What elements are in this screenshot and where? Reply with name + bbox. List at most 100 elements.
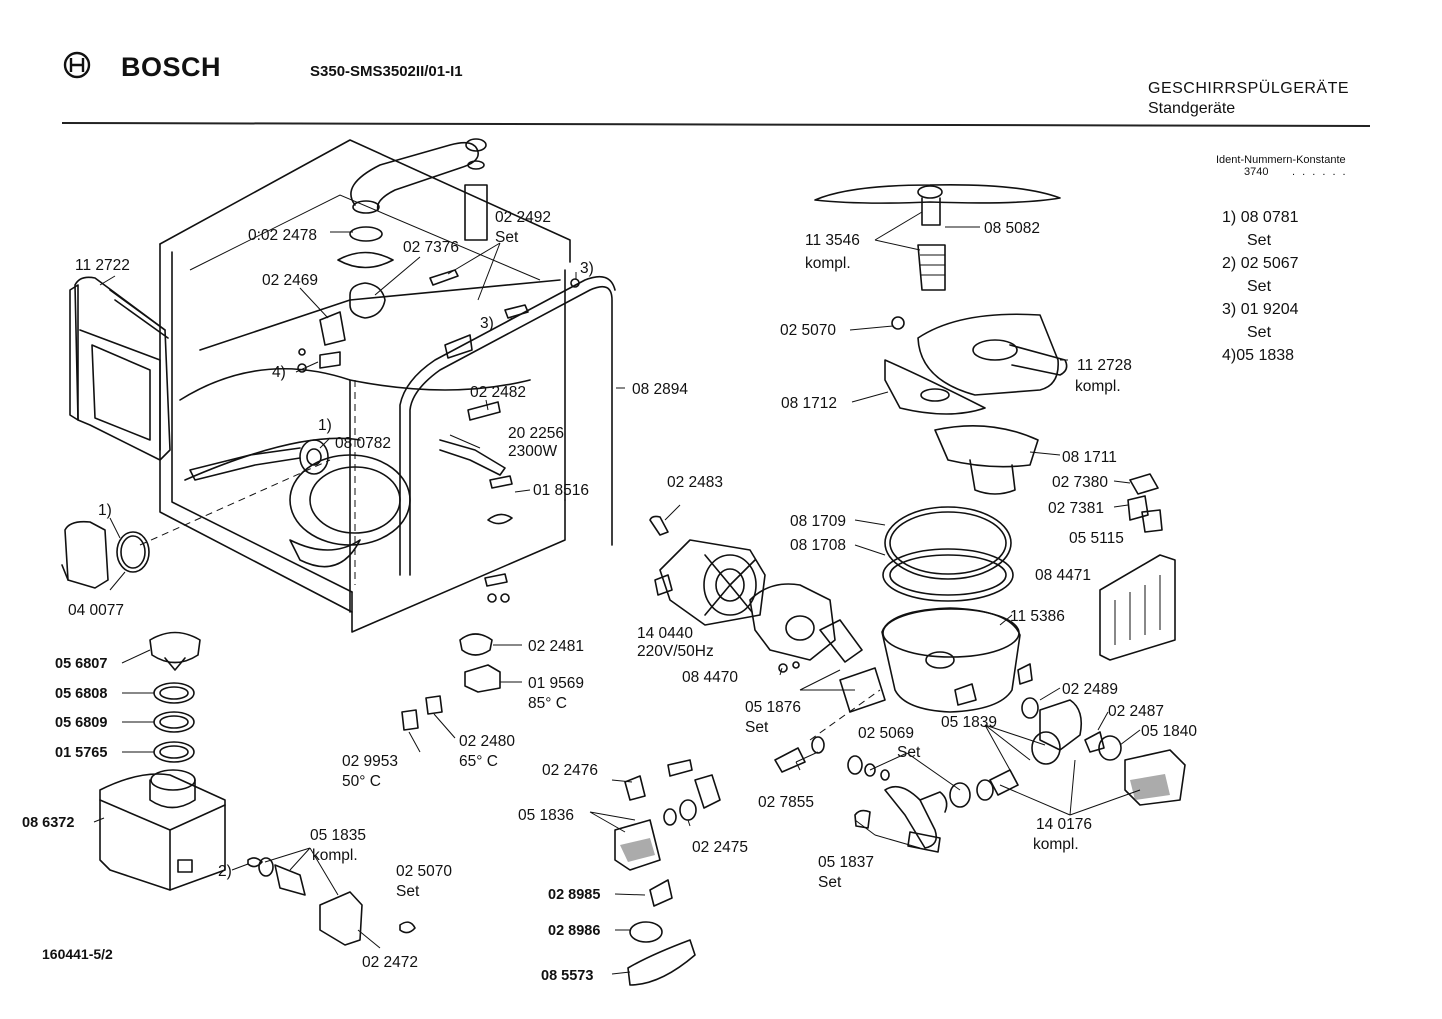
reference-legend: 1) 08 0781 Set 2) 02 5067 Set 3) 01 9204…: [1222, 206, 1299, 367]
part-label: 05 5115: [1069, 530, 1124, 547]
salt-container-assembly: [99, 631, 226, 891]
door-inlet-part: [61, 520, 150, 589]
part-label: 02 2492: [495, 209, 551, 226]
part-label: 02 2481: [528, 638, 584, 655]
model-number: S350-SMS3502II/01-I1: [310, 63, 463, 80]
legend-item-note: Set: [1247, 324, 1272, 341]
part-label: 05 1840: [1141, 723, 1197, 740]
part-label: 11 3546: [805, 232, 860, 249]
legend-item: 1) 08 0781: [1222, 209, 1299, 226]
part-label: 08 1709: [790, 513, 846, 530]
part-label: 02 2483: [667, 474, 723, 491]
part-label: 0:02 2478: [248, 227, 317, 244]
part-label-note: Set: [818, 874, 842, 891]
legend-item: 2) 02 5067: [1222, 255, 1299, 272]
side-bracket-assembly: [69, 276, 171, 461]
part-label: 02 8985: [548, 887, 600, 903]
part-label: 02 5070: [780, 322, 836, 339]
part-label: 08 2894: [632, 381, 688, 398]
upper-spray-pipe: [337, 138, 488, 319]
legend-item-note: Set: [1247, 278, 1272, 295]
legend-item: 4)05 1838: [1222, 347, 1295, 364]
part-label: 11 5386: [1010, 608, 1065, 625]
part-label: 05 6808: [55, 686, 107, 702]
part-labels: 0:02 2478 02 2492 Set 02 7376 11 2722 02…: [22, 209, 1197, 984]
part-label: 05 1837: [818, 854, 874, 871]
part-label: 14 0176: [1036, 816, 1092, 833]
part-label: 08 4470: [682, 669, 738, 686]
part-label: 01 8516: [533, 482, 589, 499]
circulation-motor: [649, 515, 766, 626]
filter-assembly: [884, 313, 1068, 495]
part-label: 05 6809: [55, 715, 107, 731]
part-label-note: 50° C: [342, 773, 381, 790]
part-label: 02 2475: [692, 839, 748, 856]
part-label: 14 0440: [637, 625, 693, 642]
bosch-armature-icon: [63, 51, 91, 79]
part-label: 1): [318, 417, 332, 434]
part-label: 05 1836: [518, 807, 574, 824]
part-label: 01 9569: [528, 675, 584, 692]
part-label: 02 2469: [262, 272, 318, 289]
drawing-code: 160441-5/2: [42, 946, 113, 962]
part-label: 1): [98, 502, 112, 519]
rail-frame: [409, 285, 613, 576]
part-label: 08 1708: [790, 537, 846, 554]
part-label: 02 7381: [1048, 500, 1104, 517]
part-label: 02 5069: [858, 725, 914, 742]
tub-assembly: [139, 139, 571, 633]
part-label: 4): [272, 364, 286, 381]
ident-label: Ident-Nummern-Konstante: [1216, 154, 1346, 166]
dispenser-valve-assembly: [247, 857, 416, 946]
part-label: 02 2480: [459, 733, 515, 750]
part-label: 3): [580, 260, 594, 277]
part-label-note: kompl.: [805, 255, 851, 272]
part-label: 2): [218, 863, 232, 880]
part-label: 08 5082: [984, 220, 1040, 237]
part-label: 01 5765: [55, 745, 107, 761]
part-label-note: Set: [745, 719, 769, 736]
ident-value: 3740: [1244, 166, 1269, 178]
part-label: 08 1711: [1062, 449, 1117, 466]
part-label-note: kompl.: [1075, 378, 1121, 395]
part-label-note: kompl.: [312, 847, 358, 864]
part-label-note: Set: [897, 744, 921, 761]
part-label: 02 7380: [1052, 474, 1108, 491]
sieve-rings: [882, 506, 1014, 602]
drain-pump-assembly: [774, 689, 1186, 853]
part-label: 02 2487: [1108, 703, 1164, 720]
pump-housing: [749, 583, 886, 713]
part-label: 04 0077: [68, 602, 124, 619]
sump-bowl: [881, 607, 1033, 713]
part-label: 08 0782: [335, 435, 391, 452]
part-label-note: kompl.: [1033, 836, 1079, 853]
upper-spray-arm: [814, 183, 1061, 291]
part-label: 08 4471: [1035, 567, 1091, 584]
part-label: 02 5070: [396, 863, 452, 880]
aquastop-parts: [627, 879, 696, 986]
part-label-note: Set: [396, 883, 420, 900]
part-label: 11 2722: [75, 257, 130, 274]
part-label: 05 1876: [745, 699, 801, 716]
part-label: 05 1835: [310, 827, 366, 844]
small-brackets: [297, 269, 580, 603]
heater-element: [189, 439, 506, 481]
part-label-note: 220V/50Hz: [637, 643, 714, 660]
part-label: 05 6807: [55, 656, 107, 672]
ident-dots: . . . . . .: [1292, 166, 1348, 178]
part-label: 3): [480, 315, 494, 332]
part-label: 02 7376: [403, 239, 459, 256]
part-label: 02 2472: [362, 954, 418, 971]
part-label: 08 6372: [22, 815, 74, 831]
part-label-note: 85° C: [528, 695, 567, 712]
float-switch-assembly: [614, 759, 721, 871]
legend-item: 3) 01 9204: [1222, 301, 1299, 318]
category-title: GESCHIRRSPÜLGERÄTE: [1148, 80, 1350, 97]
category-subtitle: Standgeräte: [1148, 100, 1236, 117]
legend-item-note: Set: [1247, 232, 1272, 249]
part-label: 02 2476: [542, 762, 598, 779]
part-label: 02 2482: [470, 384, 526, 401]
part-label: 08 1712: [781, 395, 837, 412]
part-label: 08 5573: [541, 968, 593, 984]
